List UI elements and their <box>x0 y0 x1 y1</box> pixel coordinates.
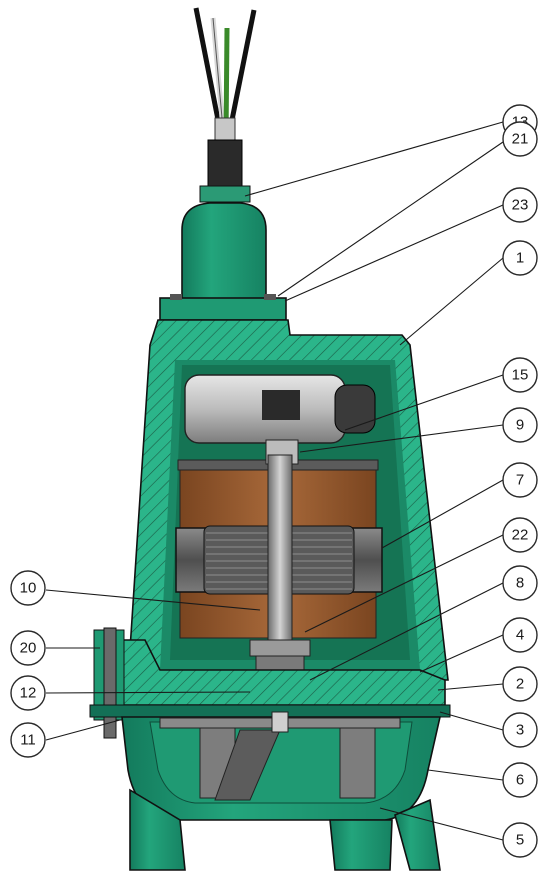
volute-casing <box>121 711 442 821</box>
callout-10-label: 10 <box>20 580 37 597</box>
callout-4: 4 <box>502 617 538 653</box>
callout-6: 6 <box>502 762 538 798</box>
callout-23-label: 23 <box>512 197 529 214</box>
callout-22: 22 <box>502 517 538 553</box>
callout-3-label: 3 <box>516 722 524 739</box>
callout-7: 7 <box>502 462 538 498</box>
callout-5: 5 <box>502 822 538 858</box>
callout-11: 11 <box>10 722 46 758</box>
motor-shaft <box>249 454 311 696</box>
callout-2-label: 2 <box>516 676 524 693</box>
callout-22-label: 22 <box>512 527 529 544</box>
pump-legs <box>129 788 441 871</box>
callout-1: 1 <box>502 240 538 276</box>
callout-2: 2 <box>502 666 538 702</box>
callout-6-label: 6 <box>516 772 524 789</box>
callout-8: 8 <box>502 565 538 601</box>
callout-21: 21 <box>502 121 538 157</box>
motor-top-cap <box>159 202 287 321</box>
callout-5-label: 5 <box>516 832 524 849</box>
callout-20-label: 20 <box>20 640 37 657</box>
callout-23: 23 <box>502 187 538 223</box>
power-cable <box>193 7 257 203</box>
callout-12-label: 12 <box>20 685 37 702</box>
callout-4-label: 4 <box>516 627 524 644</box>
callout-12: 12 <box>10 675 46 711</box>
capacitor <box>184 374 376 444</box>
callout-8-label: 8 <box>516 575 524 592</box>
callout-7-label: 7 <box>516 472 524 489</box>
callouts: 13 21 23 1 15 9 7 22 8 4 2 3 6 5 10 20 1… <box>10 104 538 858</box>
callout-9: 9 <box>502 407 538 443</box>
leader-lines <box>45 121 504 841</box>
callout-15-label: 15 <box>512 367 529 384</box>
callout-15: 15 <box>502 357 538 393</box>
seal-plate <box>89 627 451 739</box>
callout-3: 3 <box>502 712 538 748</box>
callout-9-label: 9 <box>516 417 524 434</box>
callout-1-label: 1 <box>516 250 524 267</box>
callout-21-label: 21 <box>512 131 529 148</box>
callout-20: 20 <box>10 630 46 666</box>
callout-11-label: 11 <box>20 732 36 749</box>
callout-10: 10 <box>10 570 46 606</box>
